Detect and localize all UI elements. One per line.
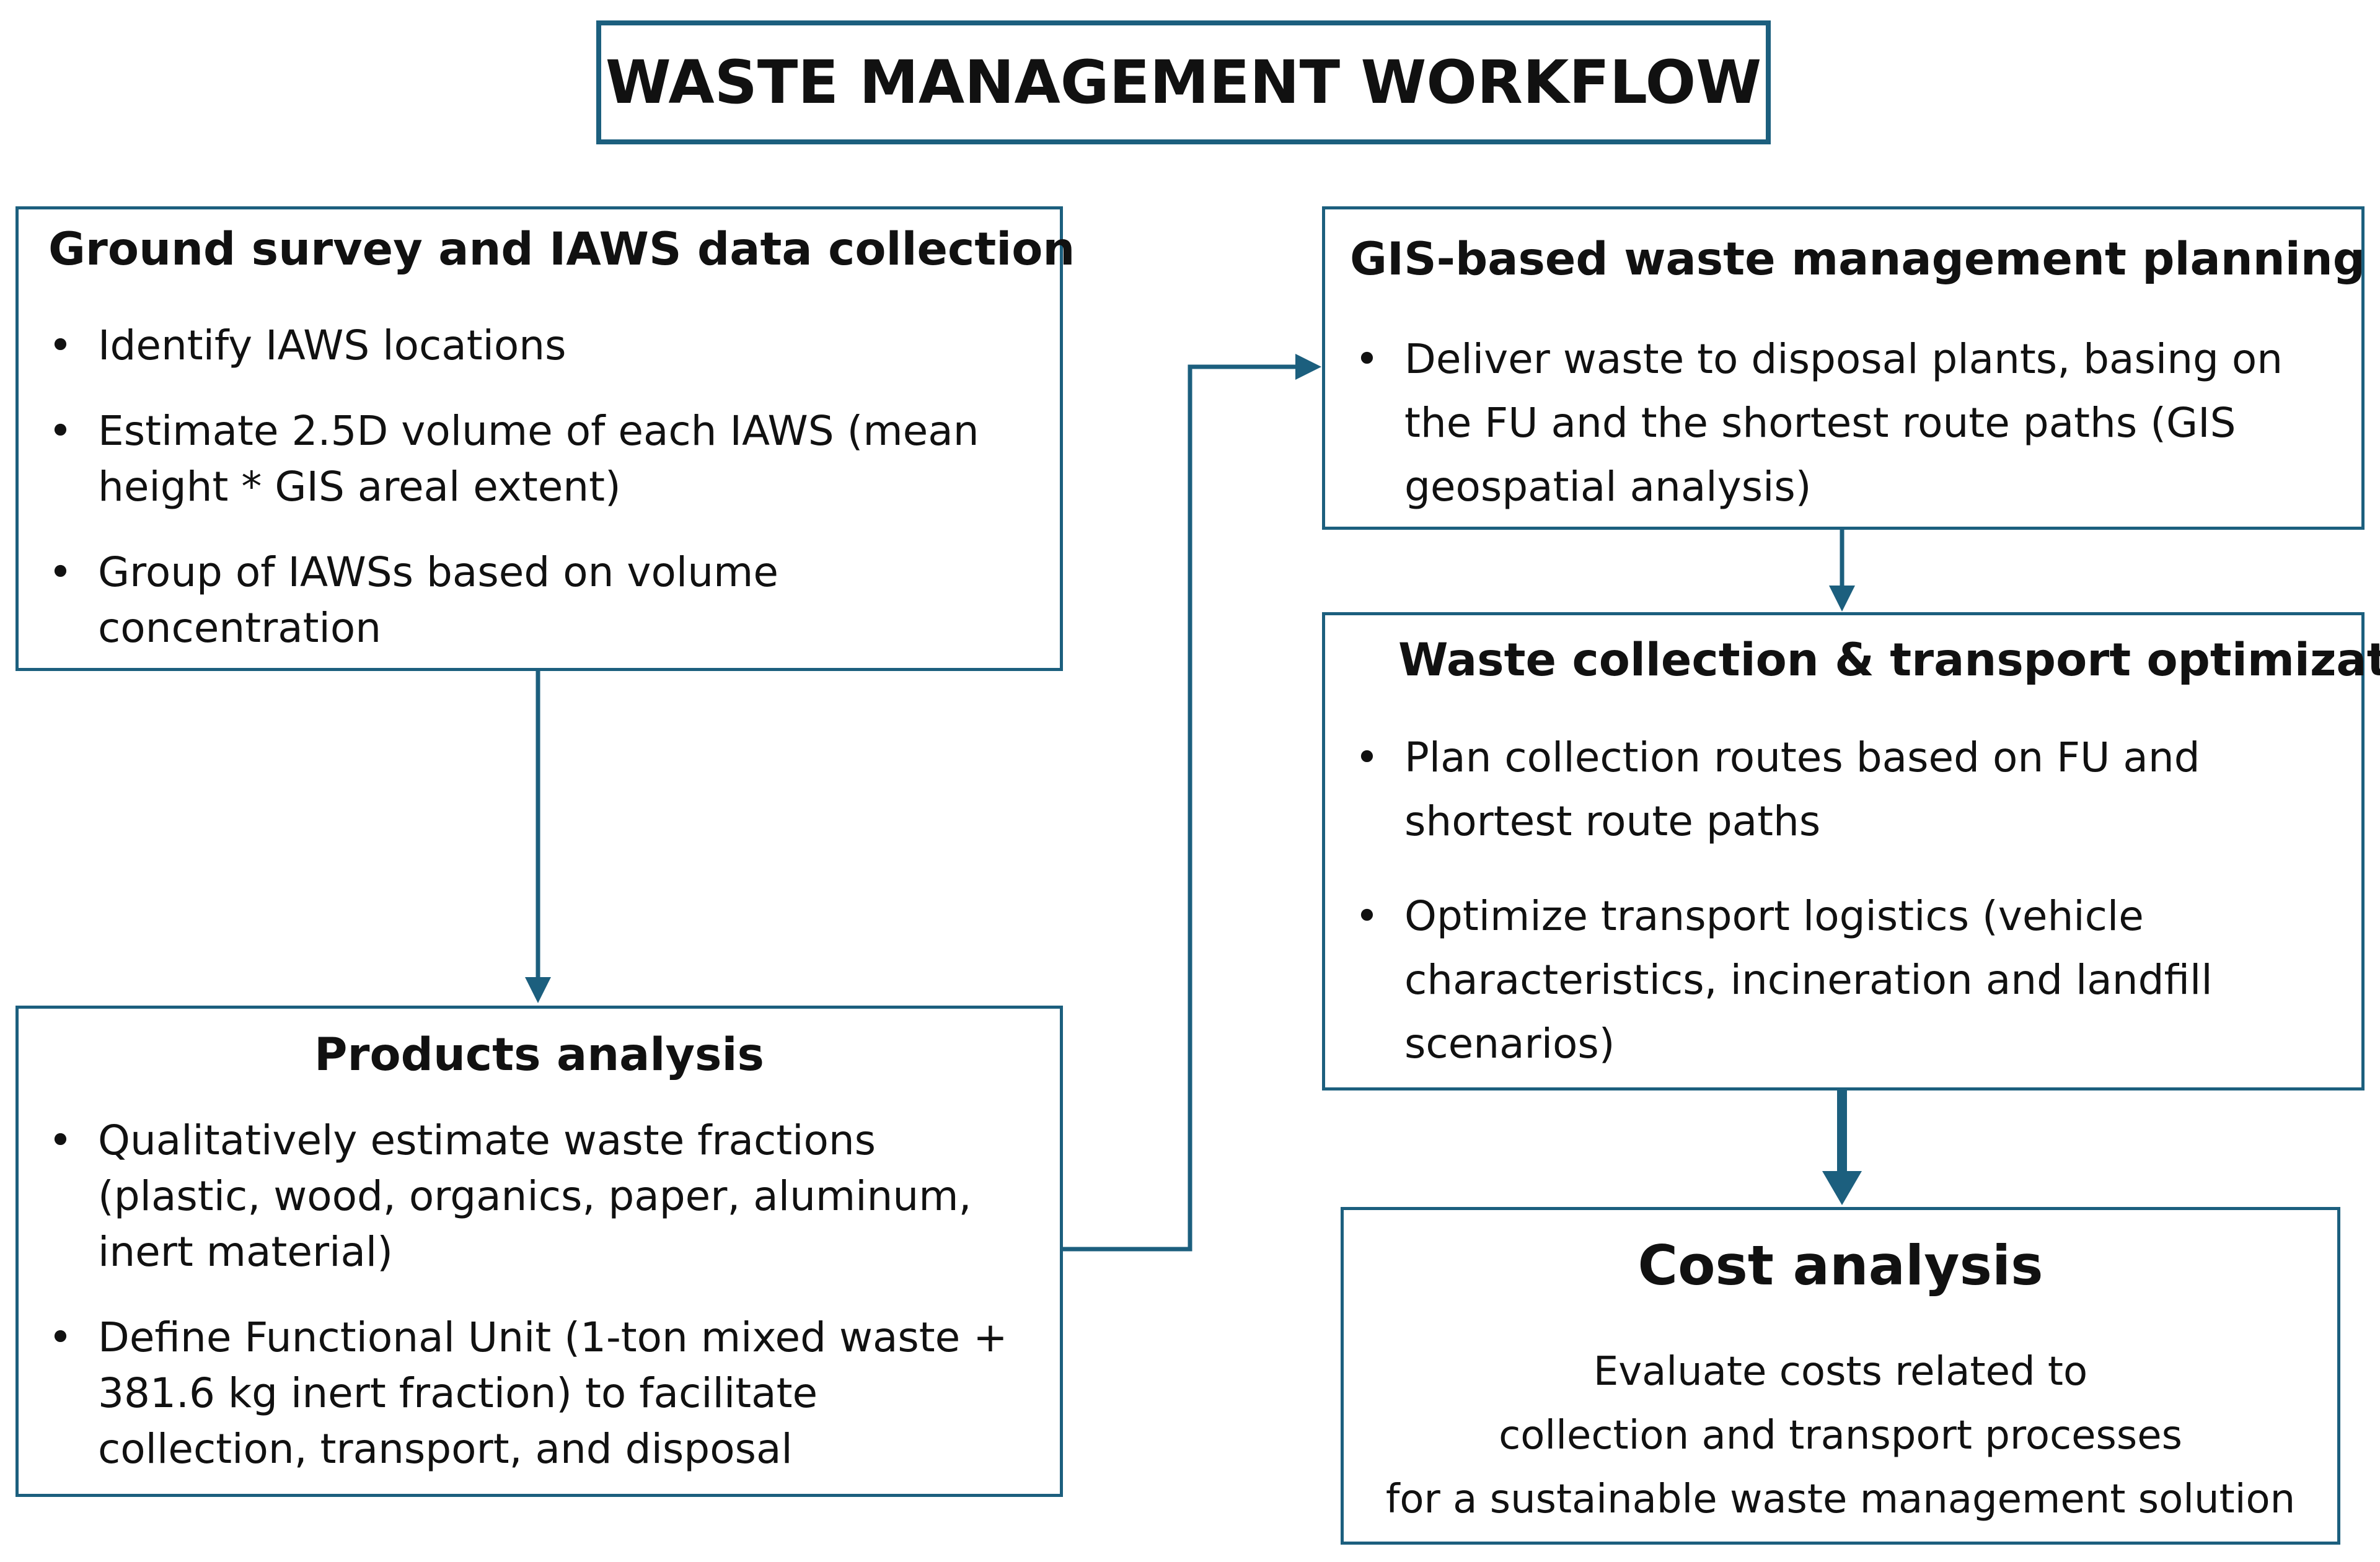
bullet-text: Define Functional Unit (1-ton mixed wast… [98, 1314, 1008, 1473]
bullet-text: Plan collection routes based on FU and s… [1404, 734, 2200, 845]
list-item: • Qualitatively estimate waste fractions… [19, 1113, 1035, 1280]
products-heading: Products analysis [314, 1029, 764, 1081]
list-item: • Estimate 2.5D volume of each IAWS (mea… [19, 403, 1004, 515]
list-item: • Group of IAWSs based on volume concent… [19, 545, 1004, 656]
cost-analysis-box: Cost analysis Evaluate costs related to … [1341, 1207, 2340, 1545]
bullet-icon: • [1355, 892, 1379, 940]
gis-list: • Deliver waste to disposal plants, basi… [1325, 327, 2354, 550]
gis-planning-box: GIS-based waste management planning • De… [1322, 206, 2365, 530]
title-box: WASTE MANAGEMENT WORKFLOW [596, 20, 1771, 144]
bullet-text: Deliver waste to disposal plants, basing… [1404, 335, 2283, 511]
cost-line: Evaluate costs related to [1593, 1349, 2088, 1395]
list-item: • Define Functional Unit (1-ton mixed wa… [19, 1310, 1035, 1477]
bullet-icon: • [1355, 734, 1379, 781]
bullet-icon: • [48, 1314, 73, 1361]
arrow-collection-to-cost-head [1822, 1171, 1862, 1205]
ground-survey-heading: Ground survey and IAWS data collection [48, 223, 1075, 276]
cost-line: collection and transport processes [1499, 1413, 2182, 1459]
products-box: Products analysis • Qualitatively estima… [15, 1006, 1063, 1497]
bullet-text: Optimize transport logistics (vehicle ch… [1404, 892, 2213, 1068]
bullet-text: Identify IAWS locations [98, 322, 566, 369]
ground-survey-box: Ground survey and IAWS data collection •… [15, 206, 1075, 671]
arrow-products-to-gis [1063, 354, 1321, 1252]
list-item: • Deliver waste to disposal plants, basi… [1325, 327, 2354, 519]
bullet-text: Qualitatively estimate waste fractions (… [98, 1117, 972, 1276]
bullet-icon: • [48, 407, 73, 455]
cost-description: Evaluate costs related to collection and… [1344, 1340, 2337, 1532]
collection-list: • Plan collection routes based on FU and… [1325, 726, 2280, 1107]
cost-heading: Cost analysis [1637, 1234, 2043, 1297]
ground-survey-list: • Identify IAWS locations • Estimate 2.5… [19, 318, 1004, 687]
gis-heading: GIS-based waste management planning [1350, 233, 2365, 286]
collection-box: Waste collection & transport optimizatio… [1322, 612, 2380, 1090]
bullet-icon: • [48, 1117, 73, 1164]
diagram-title: WASTE MANAGEMENT WORKFLOW [605, 48, 1762, 117]
bullet-text: Estimate 2.5D volume of each IAWS (mean … [98, 407, 979, 511]
list-item: • Plan collection routes based on FU and… [1325, 726, 2280, 853]
bullet-icon: • [48, 322, 73, 369]
bullet-icon: • [1355, 335, 1379, 383]
list-item: • Identify IAWS locations [19, 318, 1004, 374]
bullet-text: Group of IAWSs based on volume concentra… [98, 548, 778, 652]
bullet-icon: • [48, 548, 73, 596]
products-list: • Qualitatively estimate waste fractions… [19, 1113, 1035, 1508]
cost-line: for a sustainable waste management solut… [1385, 1476, 2296, 1522]
collection-heading: Waste collection & transport optimizatio… [1398, 634, 2380, 687]
list-item: • Optimize transport logistics (vehicle … [1325, 884, 2280, 1076]
